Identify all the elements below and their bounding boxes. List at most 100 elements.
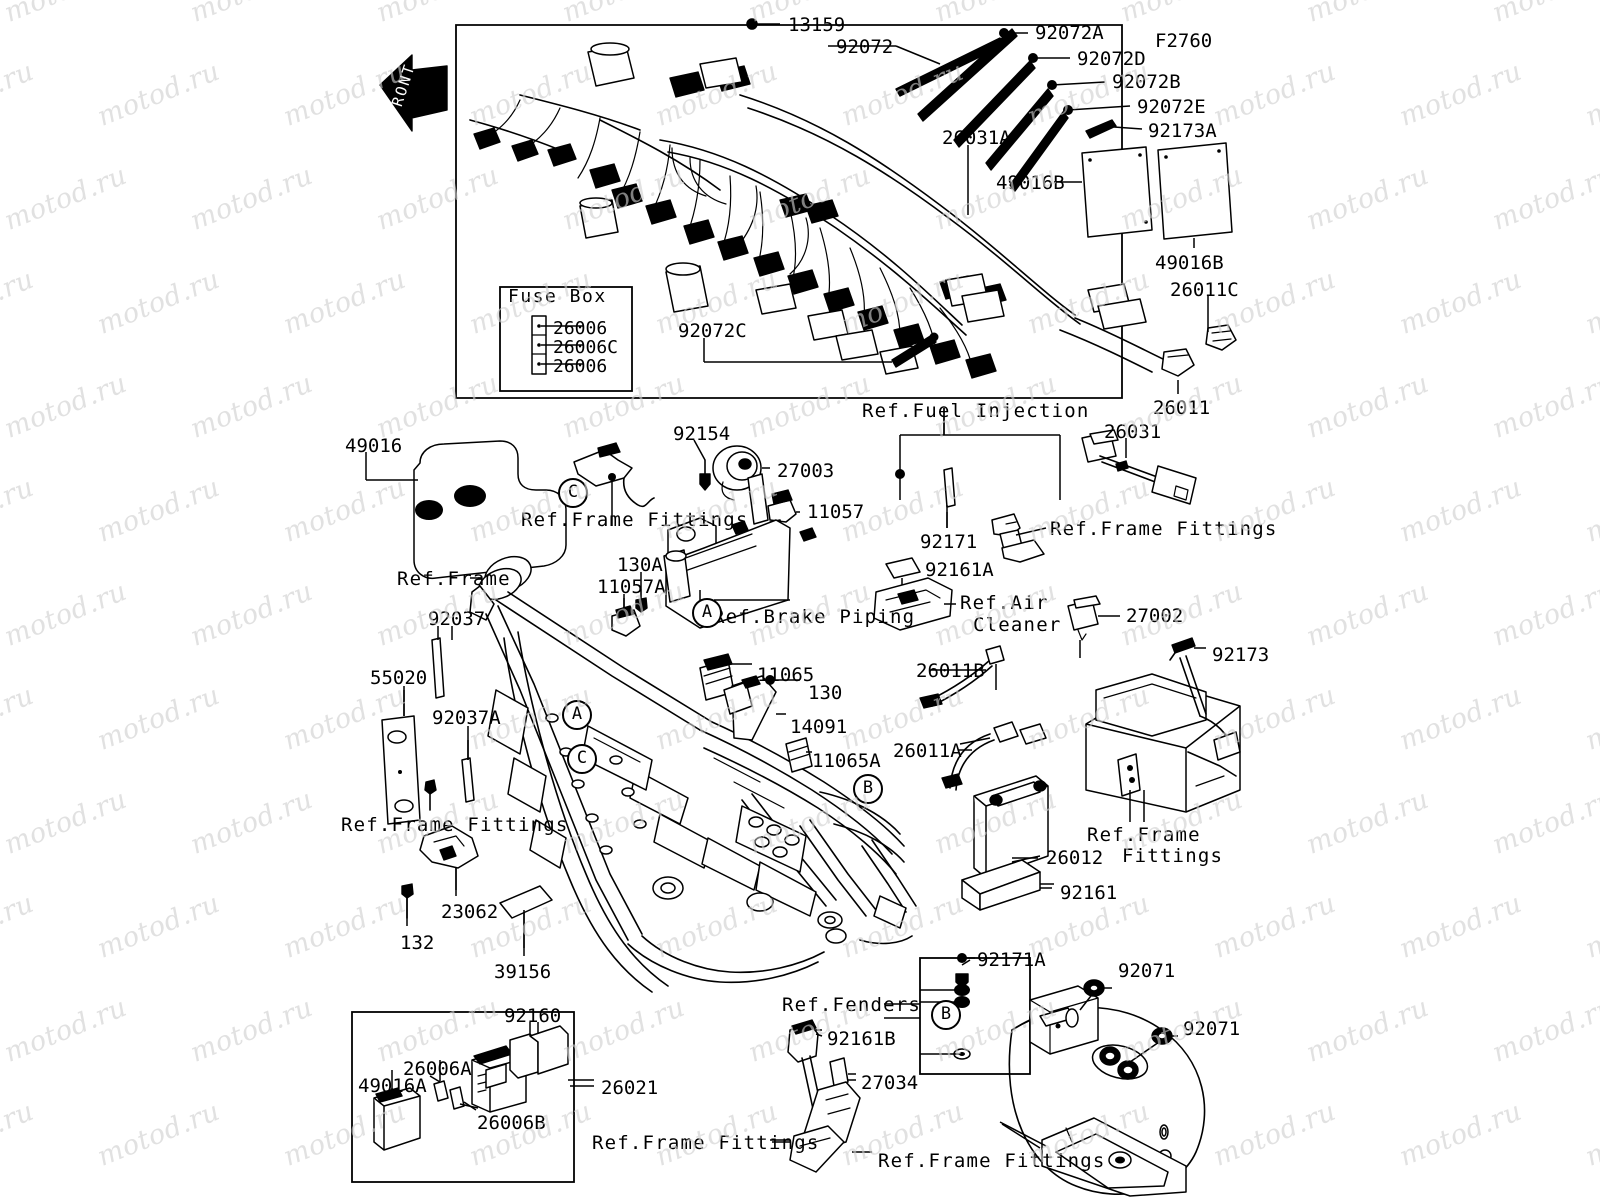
callout-130: 130: [808, 682, 843, 704]
leader-lines: [365, 18, 1209, 1149]
callout-ref-fuel-injection: Ref.Fuel Injection: [862, 400, 1090, 422]
bracket-11057A: [611, 589, 648, 637]
callout-ref-frame-fittings: Ref.Frame Fittings: [592, 1132, 820, 1154]
callout-92173: 92173: [1212, 644, 1270, 666]
rear-fender: [999, 979, 1206, 1197]
callout-ref-fenders: Ref.Fenders: [782, 994, 922, 1016]
battery-pad-92161: [961, 859, 1054, 911]
battery-cable-26011B: [919, 645, 1005, 709]
callout-92072d: 92072D: [1077, 48, 1146, 70]
section-marker-b: B: [853, 774, 883, 804]
callout-92037: 92037: [428, 608, 486, 630]
connector-26011: [1161, 348, 1195, 377]
callout-11065: 11065: [757, 664, 815, 686]
callout-26011a: 26011A: [893, 740, 962, 762]
motorcycle-frame: [469, 555, 917, 993]
rod-92173: [1169, 637, 1206, 661]
callout-92072: 92072: [836, 36, 894, 58]
callout-13159: 13159: [788, 14, 846, 36]
plate-55020: [381, 690, 421, 825]
callout-49016b: 49016B: [996, 172, 1065, 194]
flap-49016B-right: [1157, 142, 1233, 240]
callout-49016a: 49016A: [358, 1075, 427, 1097]
flap-49016: [413, 440, 567, 580]
callout-cleaner: Cleaner: [973, 614, 1062, 636]
fuse-box-row-2: 26006: [553, 356, 608, 377]
callout-26011c: 26011C: [1170, 279, 1239, 301]
callout-92171: 92171: [920, 531, 978, 553]
fuel-injection-ref-bracket: [895, 408, 1061, 528]
battery-26012: [973, 775, 1049, 879]
callout-11065a: 11065A: [812, 750, 881, 772]
callout-fittings: Fittings: [1122, 845, 1224, 867]
callout-ref-frame-fittings: Ref.Frame Fittings: [341, 814, 569, 836]
air-cleaner-ref: [873, 577, 956, 631]
wiring-harness-26031A: [469, 42, 1166, 379]
callout-26031a: 26031A: [942, 127, 1011, 149]
callout-92071: 92071: [1183, 1018, 1241, 1040]
callout-39156: 39156: [494, 961, 552, 983]
callout-ref-brake-piping: Ref.Brake Piping: [713, 606, 916, 628]
callout-26011b: 26011B: [916, 660, 985, 682]
callout-26011: 26011: [1153, 397, 1211, 419]
section-marker-a: A: [692, 598, 722, 628]
callout-ref-frame-fittings: Ref.Frame Fittings: [521, 509, 749, 531]
relay-27002: [1067, 595, 1120, 658]
callout-92161a: 92161A: [925, 559, 994, 581]
callout-92173a: 92173A: [1148, 120, 1217, 142]
battery-case-frame-fittings: [1085, 655, 1241, 822]
ecu-inset: [351, 1011, 594, 1183]
callout-26021: 26021: [601, 1077, 659, 1099]
pad-92161A: [885, 557, 921, 592]
callout-92071: 92071: [1118, 960, 1176, 982]
callout-49016b: 49016B: [1155, 252, 1224, 274]
callout-26031: 26031: [1104, 421, 1162, 443]
callout-55020: 55020: [370, 667, 428, 689]
section-marker-c: C: [558, 478, 588, 508]
horn-27003: [712, 445, 769, 525]
section-marker-c: C: [567, 744, 597, 774]
callout-92072c: 92072C: [678, 320, 747, 342]
harness-inset-border: [455, 24, 1123, 399]
frame-fitting-bracket-C: [573, 442, 655, 508]
battery-cable-26011A: [941, 721, 1047, 791]
callout-27003: 27003: [777, 460, 835, 482]
connector-26011C: [1205, 324, 1237, 351]
cable-ties: [891, 28, 1117, 368]
callout-11057: 11057: [807, 501, 865, 523]
callout-26012: 26012: [1046, 847, 1104, 869]
flap-49016B-left: [1081, 146, 1153, 238]
callout-92037a: 92037A: [432, 707, 501, 729]
callout-27034: 27034: [861, 1072, 919, 1094]
callout-26006a: 26006A: [403, 1058, 472, 1080]
callout-ref-frame: Ref.Frame: [397, 568, 511, 590]
callout-92161: 92161: [1060, 882, 1118, 904]
grommets-and-cover: [699, 653, 813, 773]
front-direction-arrow: [379, 54, 448, 132]
callout-92072b: 92072B: [1112, 71, 1181, 93]
callout-132: 132: [400, 932, 435, 954]
callout-92072a: 92072A: [1035, 22, 1104, 44]
bottom-center-bracket: [770, 1019, 872, 1173]
callout-f2760: F2760: [1155, 30, 1213, 52]
fuse-box-title: Fuse Box: [508, 286, 607, 307]
callout-ref-air: Ref.Air: [960, 592, 1049, 614]
callout-92160: 92160: [504, 1005, 562, 1027]
bolt-92154: [699, 459, 711, 491]
callout-ref-frame: Ref.Frame: [1087, 824, 1201, 846]
callout-130a: 130A: [617, 554, 663, 576]
callout-26006b: 26006B: [477, 1112, 546, 1134]
callout-92161b: 92161B: [827, 1028, 896, 1050]
callout-49016: 49016: [345, 435, 403, 457]
section-marker-b: B: [931, 1000, 961, 1030]
cable-26031: [1081, 429, 1197, 505]
callout-92154: 92154: [673, 423, 731, 445]
callout-ref-frame-fittings: Ref.Frame Fittings: [878, 1150, 1106, 1172]
fuse-box-row-1: 26006C: [553, 337, 619, 358]
section-marker-a: A: [562, 700, 592, 730]
callout-14091: 14091: [790, 716, 848, 738]
callout-23062: 23062: [441, 901, 499, 923]
